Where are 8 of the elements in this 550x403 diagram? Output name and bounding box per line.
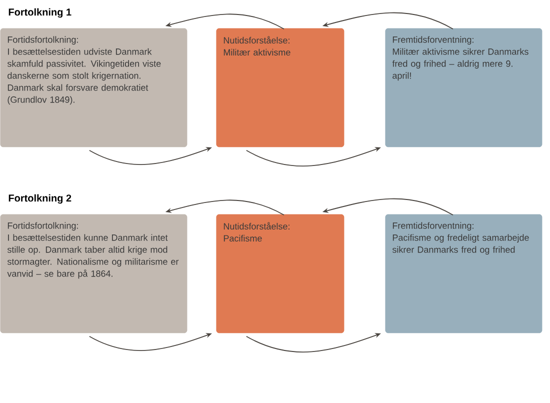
section-heading: Fortolkning 2: [8, 194, 72, 204]
text-box: Fremtidsforventning: Militær aktivisme sikrer Danmarks fred og frihed – aldrig mere 9. april!: [385, 28, 542, 148]
text-box: Fortidsfortolkning: I besættelsestiden udviste Danmark skamfuld passivitet. Vikingetiden viste danskerne som stolt krigernation. Danmark skal forsvare demokratiet (Grundlov 1849).: [0, 28, 188, 148]
text-box: Nutidsforståelse: Militær aktivisme: [216, 28, 344, 148]
text-box: Fremtidsforventning: Pacifisme og fredeligt samarbejde sikrer Danmarks fred og frihed: [385, 214, 542, 334]
section-heading: Fortolkning 1: [8, 8, 72, 18]
text-box: Nutidsforståelse: Pacifisme: [216, 214, 344, 334]
text-box: Fortidsfortolkning: I besættelsestiden kunne Danmark intet stille op. Danmark taber altid krige mod stormagter. Nationalisme og militarisme er vanvid – se bare på 1864.: [0, 214, 188, 334]
